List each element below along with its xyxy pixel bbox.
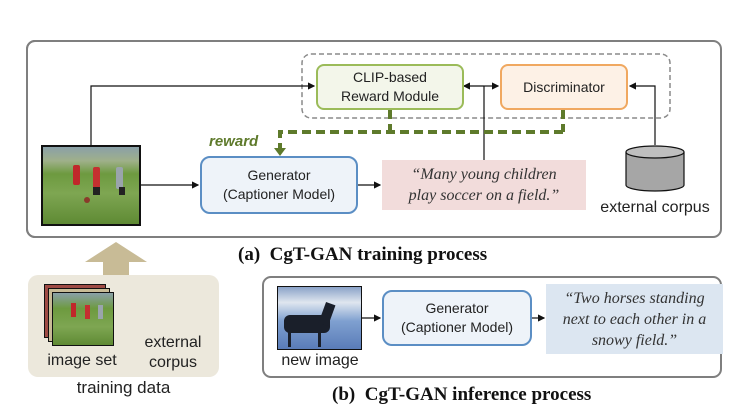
discriminator-label: Discriminator xyxy=(523,78,605,95)
external-corpus-label: external corpus xyxy=(600,199,710,216)
arrow-image-to-clip xyxy=(90,82,316,145)
image-set-label: image set xyxy=(47,352,117,369)
clip-label-1: CLIP-based xyxy=(353,69,427,85)
new-image xyxy=(277,286,362,350)
discriminator-box: Discriminator xyxy=(500,64,628,110)
generator-box: Generator (Captioner Model) xyxy=(200,156,358,214)
inference-caption-line-2: next to each other in a xyxy=(562,310,707,328)
training-image xyxy=(41,145,141,226)
training-data-arrow xyxy=(85,242,147,275)
generated-caption: “Many young children play soccer on a fi… xyxy=(382,160,586,210)
training-data-caption: training data xyxy=(76,378,171,397)
caption-line-1: “Many young children xyxy=(411,166,557,183)
generator-label-2: (Captioner Model) xyxy=(222,186,336,202)
training-corpus-label-2: corpus xyxy=(148,354,198,371)
training-title: (a) CgT-GAN training process xyxy=(238,244,488,265)
clip-reward-module: CLIP-based Reward Module xyxy=(316,64,464,110)
inference-generator-box: Generator (Captioner Model) xyxy=(382,290,532,346)
reward-label: reward xyxy=(209,133,259,150)
image-set-stack xyxy=(44,284,128,352)
inference-title: (b) CgT-GAN inference process xyxy=(332,384,592,405)
inference-generator-label-2: (Captioner Model) xyxy=(400,319,514,335)
inference-generator-label-1: Generator xyxy=(425,300,489,316)
inference-caption-line-1: “Two horses standing xyxy=(564,289,705,307)
training-corpus-label-1: external xyxy=(144,334,202,351)
new-image-label: new image xyxy=(281,352,359,369)
arrow-corpus-to-disc xyxy=(628,82,656,145)
generator-label-1: Generator xyxy=(247,167,311,183)
reward-arrowhead xyxy=(274,148,286,156)
inference-caption: “Two horses standing next to each other … xyxy=(546,284,723,354)
training-panel-right xyxy=(26,40,722,238)
reward-dashed-line xyxy=(278,110,565,150)
caption-line-2: play soccer on a field.” xyxy=(408,187,560,204)
inference-caption-line-3: snowy field.” xyxy=(591,331,678,349)
clip-label-2: Reward Module xyxy=(340,88,440,104)
